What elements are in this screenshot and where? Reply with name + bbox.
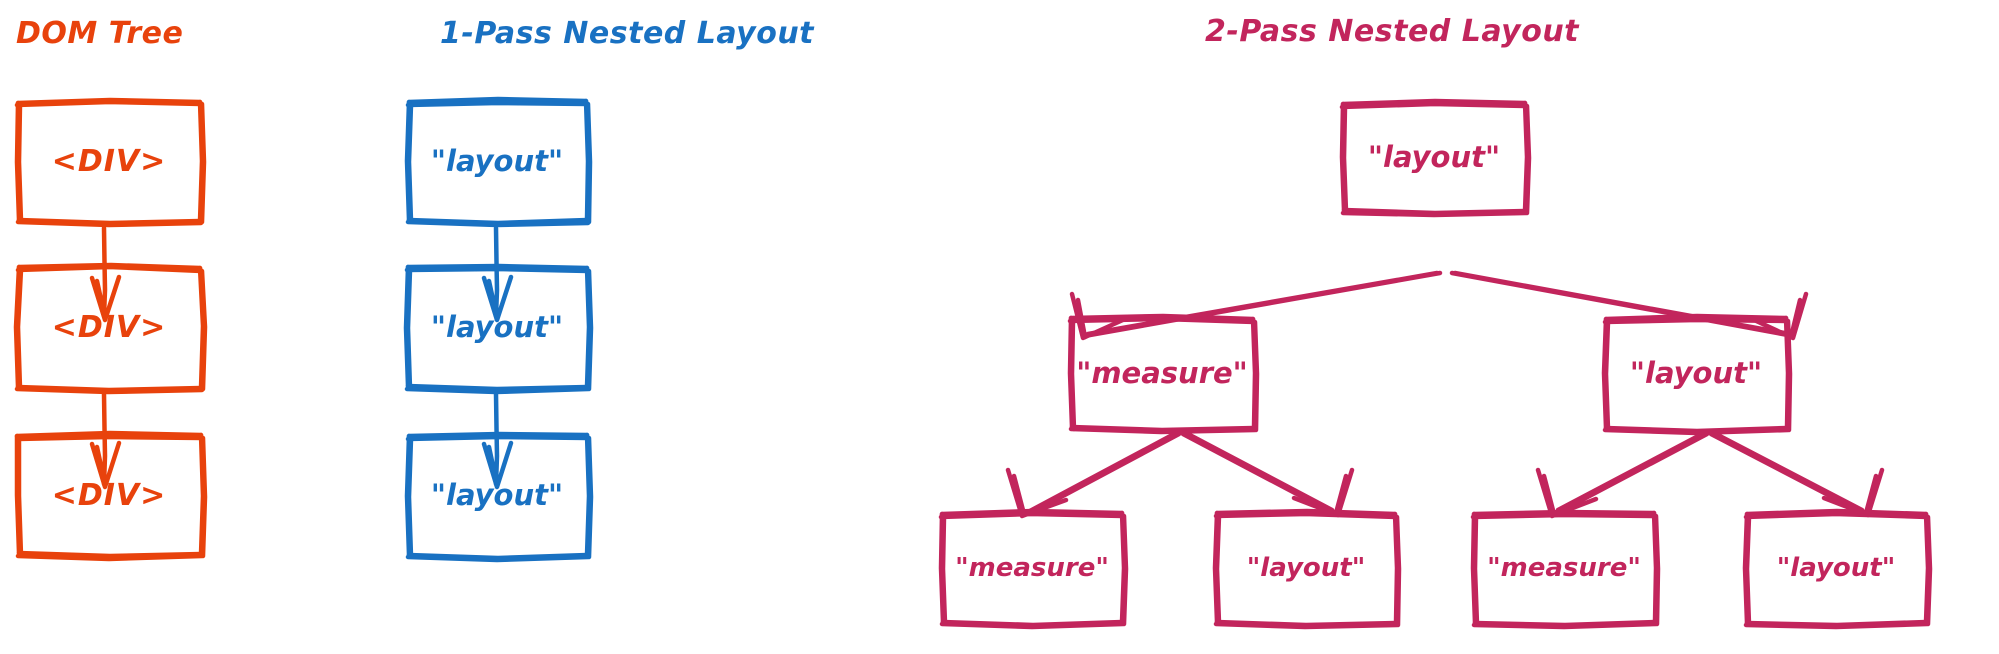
panel-title-one-pass: 1-Pass Nested Layout <box>440 16 815 51</box>
node-label: "layout" <box>1776 553 1896 583</box>
node-label: "layout" <box>430 144 564 178</box>
sketch-border <box>14 430 208 562</box>
sketch-border <box>14 97 207 228</box>
sketch-border <box>403 263 594 395</box>
node-label: "measure" <box>955 553 1109 583</box>
two-pass-root-layout[interactable]: "layout" <box>1339 98 1532 218</box>
node-label: <DIV> <box>51 309 167 345</box>
dom-tree-node-2[interactable]: <DIV> <box>13 262 208 395</box>
sketch-border <box>1339 98 1532 218</box>
one-pass-node-2[interactable]: "layout" <box>403 262 594 395</box>
two-pass-leaf-measure-1[interactable]: "measure" <box>938 508 1129 630</box>
two-pass-mid-measure[interactable]: "measure" <box>1067 313 1260 435</box>
two-pass-leaf-layout-2[interactable]: "layout" <box>1742 508 1933 630</box>
node-label: "layout" <box>1629 356 1763 390</box>
dom-tree-node-3[interactable]: <DIV> <box>14 430 208 562</box>
node-label: "layout" <box>1367 140 1501 174</box>
sketch-border <box>1212 508 1402 630</box>
node-label: "layout" <box>1246 553 1366 583</box>
sketch-border <box>13 262 208 395</box>
panel-title-dom-tree: DOM Tree <box>16 16 184 51</box>
two-pass-leaf-layout-1[interactable]: "layout" <box>1212 508 1402 630</box>
panel-title-two-pass: 2-Pass Nested Layout <box>1205 14 1580 49</box>
node-label: "layout" <box>430 310 564 344</box>
node-label: "measure" <box>1487 553 1641 583</box>
node-label: "measure" <box>1076 356 1248 390</box>
sketch-border <box>404 96 593 228</box>
sketch-border <box>1470 509 1661 630</box>
one-pass-node-1[interactable]: "layout" <box>404 96 593 228</box>
dom-tree-node-1[interactable]: <DIV> <box>14 96 207 228</box>
two-pass-mid-layout[interactable]: "layout" <box>1601 313 1793 436</box>
two-pass-leaf-measure-2[interactable]: "measure" <box>1470 508 1661 630</box>
node-label: <DIV> <box>51 477 167 513</box>
sketch-border <box>404 431 594 563</box>
node-label: <DIV> <box>51 143 167 179</box>
one-pass-node-3[interactable]: "layout" <box>404 430 594 563</box>
node-label: "layout" <box>430 478 564 512</box>
